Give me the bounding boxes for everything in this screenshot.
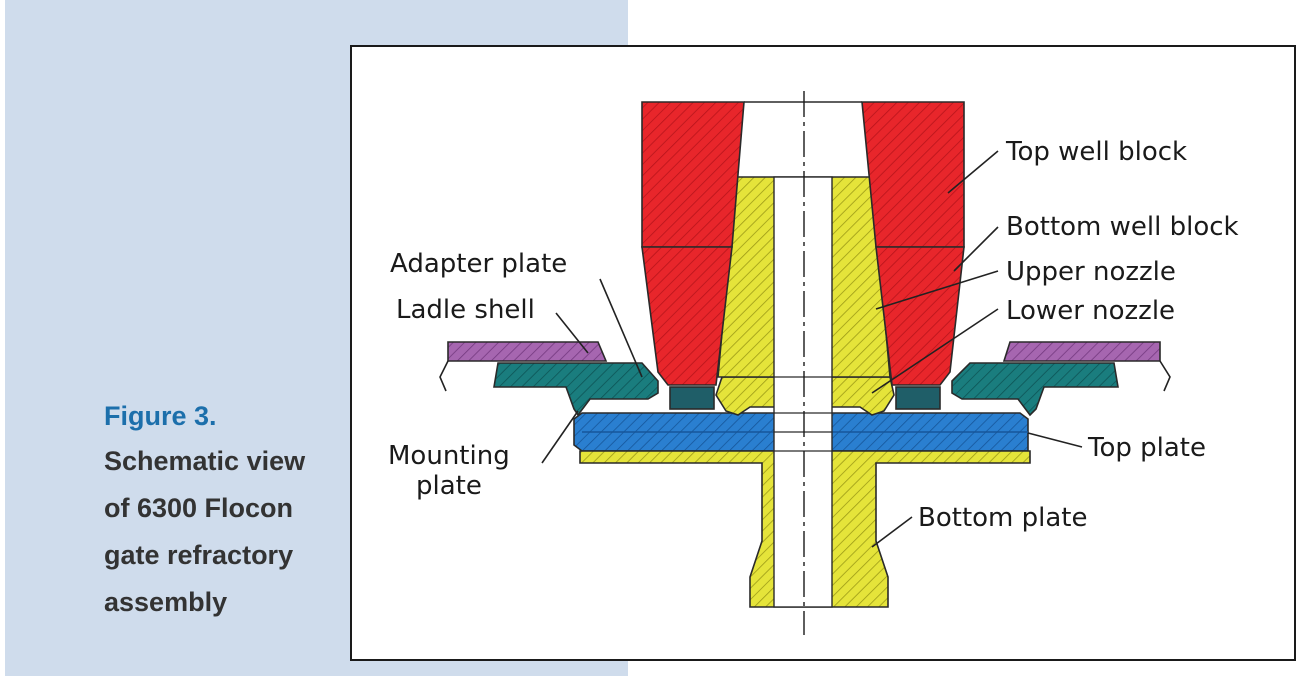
figure-caption: Figure 3. Schematic view of 6300 Flocon …	[104, 394, 344, 626]
diagram-frame: Top well block Bottom well block Upper n…	[350, 45, 1296, 661]
top-well-block-left	[641, 101, 745, 248]
label-lower-nozzle: Lower nozzle	[1006, 296, 1175, 326]
upper-nozzle-leader	[875, 270, 999, 310]
ladle-shell-right-edge	[1159, 360, 1171, 392]
bottom-plate-leader	[871, 516, 913, 548]
panel-edge	[0, 0, 5, 676]
label-mounting-plate-line1: Mounting	[388, 441, 510, 471]
caption-line-2: of 6300 Flocon	[104, 493, 294, 523]
ladle-shell-right	[1002, 341, 1161, 362]
top-plate-leader	[1027, 432, 1083, 448]
label-top-well-block: Top well block	[1005, 137, 1187, 167]
adapter-plate-leader	[599, 278, 643, 378]
caption-line-1: Schematic view	[104, 446, 306, 476]
bottom-well-block-left	[641, 246, 733, 386]
label-upper-nozzle: Upper nozzle	[1006, 257, 1176, 287]
caption-line-4: assembly	[104, 587, 228, 617]
lower-nozzle-leader	[871, 308, 999, 394]
ladle-shell-left-edge	[439, 360, 449, 392]
label-bottom-plate: Bottom plate	[918, 503, 1087, 533]
caption-line-3: gate refractory	[104, 540, 294, 570]
top-well-block-right	[861, 101, 965, 248]
refractory-assembly-diagram: Top well block Bottom well block Upper n…	[388, 91, 1239, 635]
label-ladle-shell: Ladle shell	[396, 295, 535, 325]
figure-number: Figure 3.	[104, 401, 217, 431]
label-top-plate: Top plate	[1087, 433, 1206, 463]
adapter-plate-left	[493, 362, 659, 417]
mounting-plate-leader	[541, 410, 579, 464]
label-mounting-plate-line2: plate	[416, 471, 482, 501]
label-bottom-well-block: Bottom well block	[1006, 212, 1239, 242]
top-well-block-leader	[947, 150, 999, 194]
ladle-shell-leader	[555, 312, 589, 354]
lower-nozzle-collar-left	[669, 386, 715, 410]
adapter-plate-right	[951, 362, 1119, 417]
label-adapter-plate: Adapter plate	[390, 249, 567, 279]
bottom-well-block-right	[875, 246, 965, 386]
bottom-well-block-leader	[953, 226, 999, 272]
nozzle-bore	[773, 176, 833, 608]
ladle-shell-left	[447, 341, 608, 362]
lower-nozzle-collar-right	[895, 386, 941, 410]
